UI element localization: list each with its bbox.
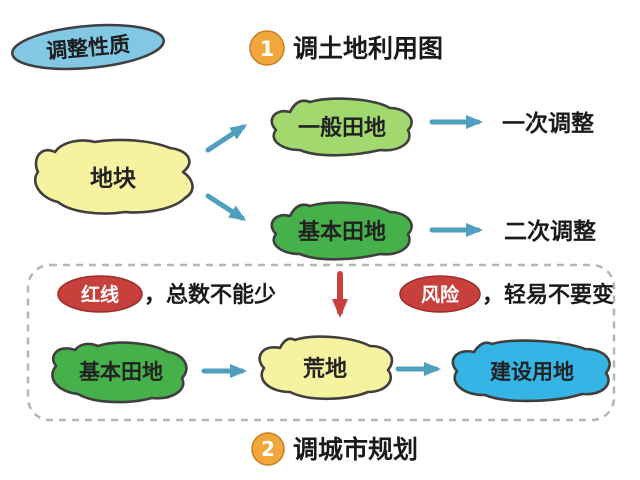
node-general-field: 一般田地 [270,97,413,157]
redline-badge-ellipse [57,275,143,313]
risk-badge-ellipse [399,275,481,313]
step-2-title: 调城市规划 [293,435,418,464]
step-2-circle [251,432,285,466]
parcel-label: 地块 [90,166,136,192]
risk-badge-label: 风险 [421,283,460,306]
redline-note: ，总数不能少 [144,282,276,308]
dashed-group-box [26,263,616,422]
title-badge-ellipse [11,23,165,71]
node-wasteland: 荒地 [258,335,394,401]
warning-redline: 红线 ，总数不能少 [57,275,276,313]
risk-note: ，轻易不要变 [482,282,614,308]
wasteland-label: 荒地 [303,357,347,382]
warning-risk: 风险 ，轻易不要变 [399,275,614,313]
step-2-header: 2 调城市规划 [251,432,418,466]
step-1-title: 调土地利用图 [293,34,443,63]
node-basic-field-bottom: 基本田地 [51,341,188,404]
node-parcel: 地块 [33,138,194,215]
title-badge: 调整性质 [11,23,165,71]
parcel-blob [33,138,194,215]
step-2-number: 2 [261,437,275,461]
first-adjustment-label: 一次调整 [502,110,594,137]
arrow-parcel-to-basic [205,193,247,221]
basic-field-top-blob [270,201,413,261]
step-1-number: 1 [260,37,275,61]
step-1-header: 1 调土地利用图 [249,30,443,66]
redline-badge-label: 红线 [81,283,119,306]
general-field-label: 一般田地 [298,115,386,141]
basic-field-bottom-blob [51,341,188,404]
second-adjustment-label: 二次调整 [504,218,596,245]
node-basic-field-top: 基本田地 [270,201,413,261]
construction-blob [451,339,611,403]
general-field-blob [270,97,413,157]
basic-field-bottom-label: 基本田地 [79,360,163,384]
construction-label: 建设用地 [490,360,574,384]
wasteland-blob [258,335,394,401]
basic-field-top-label: 基本田地 [298,220,386,245]
arrow-parcel-to-general [205,124,248,153]
step-1-circle [249,30,285,66]
node-construction: 建设用地 [451,339,611,403]
